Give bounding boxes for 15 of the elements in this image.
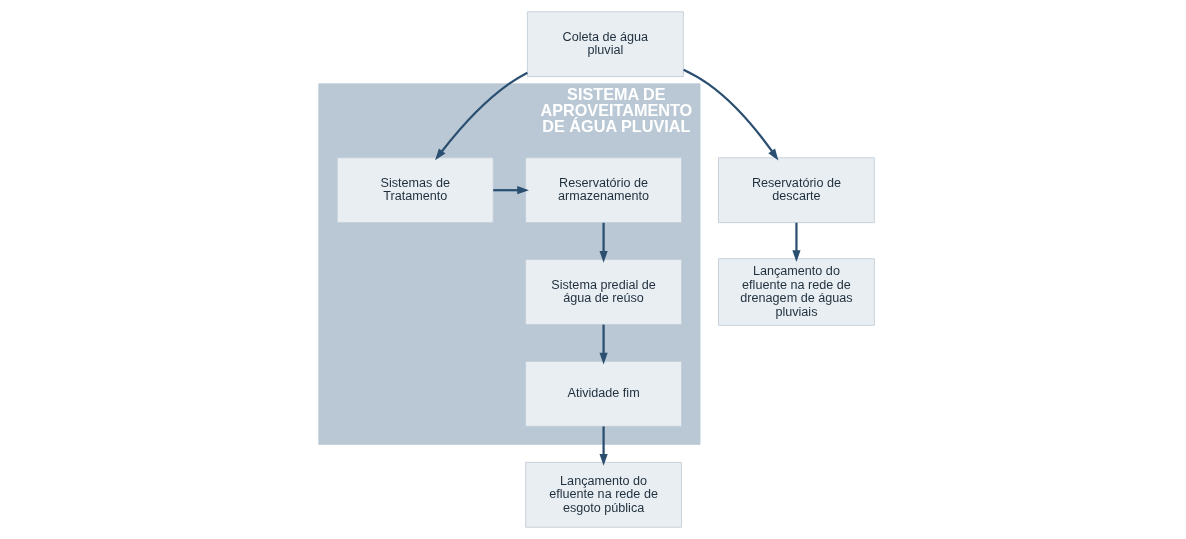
arrow	[435, 71, 528, 161]
arrow	[599, 222, 608, 263]
arrow	[683, 68, 779, 161]
node-box: Lançamento do efluente na rede de esgoto pública	[525, 461, 682, 528]
arrow	[599, 324, 608, 365]
node-box: Lançamento do efluente na rede de drenagem de águas pluviais	[718, 258, 875, 326]
node-box: Reservatório de descarte	[718, 157, 875, 224]
node-box: Coleta de água pluvial	[527, 11, 684, 78]
node-box: Sistemas de Tratamento	[336, 157, 494, 224]
node-box: Reservatório de armazenamento	[525, 157, 682, 224]
node-box: Atividade fim	[525, 360, 682, 427]
arrow	[599, 426, 608, 466]
arrow	[493, 186, 529, 195]
arrow	[792, 222, 801, 263]
node-box: Sistema predial de água de reúso	[525, 259, 682, 325]
